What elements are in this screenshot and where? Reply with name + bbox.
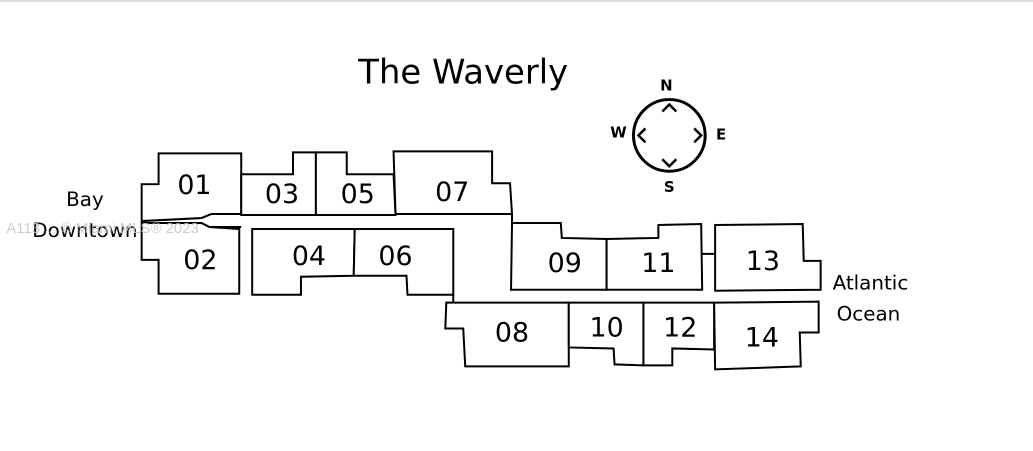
unit-01-label: 01	[177, 170, 211, 201]
east-arrow-icon	[693, 127, 703, 144]
compass-east: E	[716, 125, 726, 143]
label-bay: Bay	[66, 188, 104, 211]
plan-title: The Waverly	[357, 53, 568, 92]
unit-05-label: 05	[341, 179, 375, 210]
label-ocean: Ocean	[837, 303, 901, 326]
unit-02-label: 02	[183, 245, 217, 276]
unit-12[interactable]: 12	[642, 301, 716, 367]
unit-01[interactable]: 01	[140, 152, 243, 223]
label-atlantic: Atlantic	[833, 272, 909, 295]
unit-06[interactable]: 06	[352, 227, 455, 296]
unit-10-label: 10	[589, 313, 623, 344]
unit-02[interactable]: 02	[140, 222, 241, 295]
north-arrow-icon	[661, 102, 678, 113]
unit-07[interactable]: 07	[392, 150, 514, 216]
unit-04-label: 04	[292, 241, 326, 272]
unit-09-label: 09	[548, 248, 582, 279]
label-downtown: Downtown	[32, 219, 137, 242]
unit-03-label: 03	[265, 179, 299, 210]
unit-11-label: 11	[641, 248, 675, 279]
mls-watermark: A113 ... © Miami MLS® 2023	[6, 220, 199, 237]
unit-14-label: 14	[745, 322, 779, 353]
west-arrow-icon	[636, 127, 647, 144]
unit-09[interactable]: 09	[510, 222, 608, 291]
compass: N S W E	[610, 77, 726, 197]
unit-11[interactable]: 11	[605, 222, 704, 291]
unit-10[interactable]: 10	[567, 301, 645, 367]
unit-08[interactable]: 08	[444, 301, 570, 368]
compass-north: N	[660, 77, 673, 95]
unit-13-label: 13	[746, 246, 780, 277]
compass-south: S	[664, 178, 675, 196]
unit-04[interactable]: 04	[251, 227, 356, 296]
unit-03[interactable]: 03	[240, 151, 317, 217]
unit-08-label: 08	[495, 317, 529, 348]
unit-07-label: 07	[435, 177, 469, 208]
compass-west: W	[610, 123, 626, 141]
unit-06-label: 06	[378, 241, 412, 272]
unit-13[interactable]: 13	[714, 223, 822, 292]
south-arrow-icon	[661, 158, 678, 169]
unit-05[interactable]: 05	[314, 151, 397, 217]
unit-12-label: 12	[663, 313, 697, 344]
unit-14[interactable]: 14	[713, 300, 820, 371]
compass-circle	[631, 98, 707, 173]
